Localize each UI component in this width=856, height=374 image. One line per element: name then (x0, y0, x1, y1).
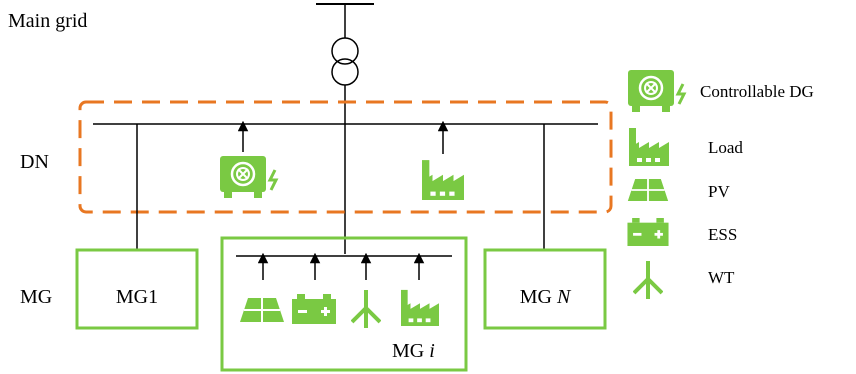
legend-pv-icon (626, 179, 670, 201)
wt-icon (351, 288, 381, 328)
mg1-box (75, 248, 199, 330)
legend-label-ess: ESS (708, 225, 737, 244)
load-icon (401, 289, 439, 326)
legend-label-controllable-dg: Controllable DG (700, 82, 814, 101)
legend-label-wt: WT (708, 268, 735, 287)
legend-label-load: Load (708, 138, 743, 157)
mg1-label: MG1 (116, 286, 158, 308)
legend-wt-icon (633, 259, 663, 299)
transformer-icon (331, 37, 359, 86)
load-icon (422, 160, 464, 200)
mgn-label: MG N (520, 286, 572, 308)
legend-label-pv: PV (708, 182, 730, 201)
legend-ess-icon (627, 218, 669, 246)
dn-boundary (78, 100, 613, 214)
mgi-box (220, 236, 468, 372)
mgn-box (483, 248, 607, 330)
controllable-dg-icon (220, 156, 278, 200)
dn-label: DN (20, 151, 49, 173)
legend-controllable-dg-icon (628, 70, 686, 114)
legend-load-icon (629, 128, 669, 166)
mgi-label: MG i (392, 340, 435, 362)
ess-icon (292, 294, 336, 324)
pv-icon (240, 298, 284, 322)
legend: Controllable DG Load PV ESS WT (626, 70, 814, 299)
main-grid-label: Main grid (8, 10, 87, 32)
mg-label: MG (20, 286, 52, 308)
